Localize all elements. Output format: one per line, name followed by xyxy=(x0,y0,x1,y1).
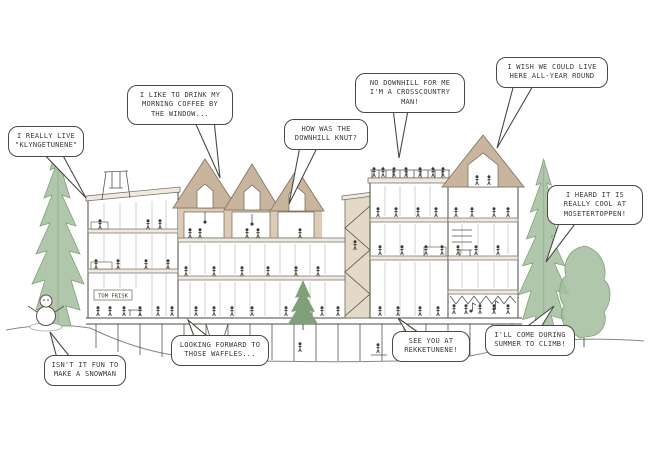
stair-tower xyxy=(341,191,374,319)
speech-bubble-coffee: I LIKE TO DRINK MY MORNING COFFEE BY THE… xyxy=(127,85,233,126)
speech-bubble-text: I WISH WE COULD LIVE HERE ALL-YEAR ROUND xyxy=(507,63,597,81)
speech-bubble-mosetertoppen: I HEARD IT IS REALLY COOL AT MOSETERTOPP… xyxy=(547,185,643,226)
speech-bubble-text: I REALLY LIVE "KLYNGETUNENE" xyxy=(15,132,78,150)
speech-bubble-rekketunene: SEE YOU AT REKKETUNENE! xyxy=(392,331,470,362)
right-block xyxy=(367,169,451,319)
speech-bubble-text: I'LL COME DURING SUMMER TO CLIMB! xyxy=(494,331,566,349)
snowman xyxy=(27,294,65,332)
speech-bubble-text: HOW WAS THE DOWNHILL KNUT? xyxy=(294,125,358,143)
speech-bubble-all-year: I WISH WE COULD LIVE HERE ALL-YEAR ROUND xyxy=(496,57,608,88)
speech-bubble-waffles: LOOKING FORWARD TO THOSE WAFFLES... xyxy=(171,335,269,366)
speech-bubble-text: LOOKING FORWARD TO THOSE WAFFLES... xyxy=(179,341,261,359)
speech-bubble-downhill-knut: HOW WAS THE DOWNHILL KNUT? xyxy=(284,119,368,150)
speech-bubble-klyngetunene: I REALLY LIVE "KLYNGETUNENE" xyxy=(8,126,84,157)
bushy-tree xyxy=(559,245,611,347)
speech-bubble-text: I HEARD IT IS REALLY COOL AT MOSETERTOPP… xyxy=(563,191,627,218)
speech-bubble-crosscountry: NO DOWNHILL FOR ME I'M A CROSSCOUNTRY MA… xyxy=(355,73,465,114)
right-gabled-tower xyxy=(440,134,526,319)
speech-bubble-text: ISN'T IT FUN TO MAKE A SNOWMAN xyxy=(51,361,119,379)
left-block xyxy=(85,170,181,318)
pennant-garland xyxy=(449,295,517,305)
left-pine-tree xyxy=(31,141,85,327)
middle-gabled-block xyxy=(172,158,346,316)
speech-bubble-climb: I'LL COME DURING SUMMER TO CLIMB! xyxy=(485,325,575,356)
roof-railing xyxy=(370,169,450,178)
speech-bubble-snowman: ISN'T IT FUN TO MAKE A SNOWMAN xyxy=(44,355,126,386)
christmas-tree xyxy=(288,280,318,330)
speech-bubble-text: I LIKE TO DRINK MY MORNING COFFEE BY THE… xyxy=(139,91,221,118)
cafe-sign: TOM FRISK xyxy=(93,289,133,301)
pendant-lamps xyxy=(203,212,254,226)
cafe-sign-text: TOM FRISK xyxy=(98,294,128,300)
speech-bubble-text: SEE YOU AT REKKETUNENE! xyxy=(404,337,458,355)
roof-swing-frame xyxy=(101,170,131,201)
trees xyxy=(31,141,611,347)
speech-bubble-text: NO DOWNHILL FOR ME I'M A CROSSCOUNTRY MA… xyxy=(369,79,451,106)
